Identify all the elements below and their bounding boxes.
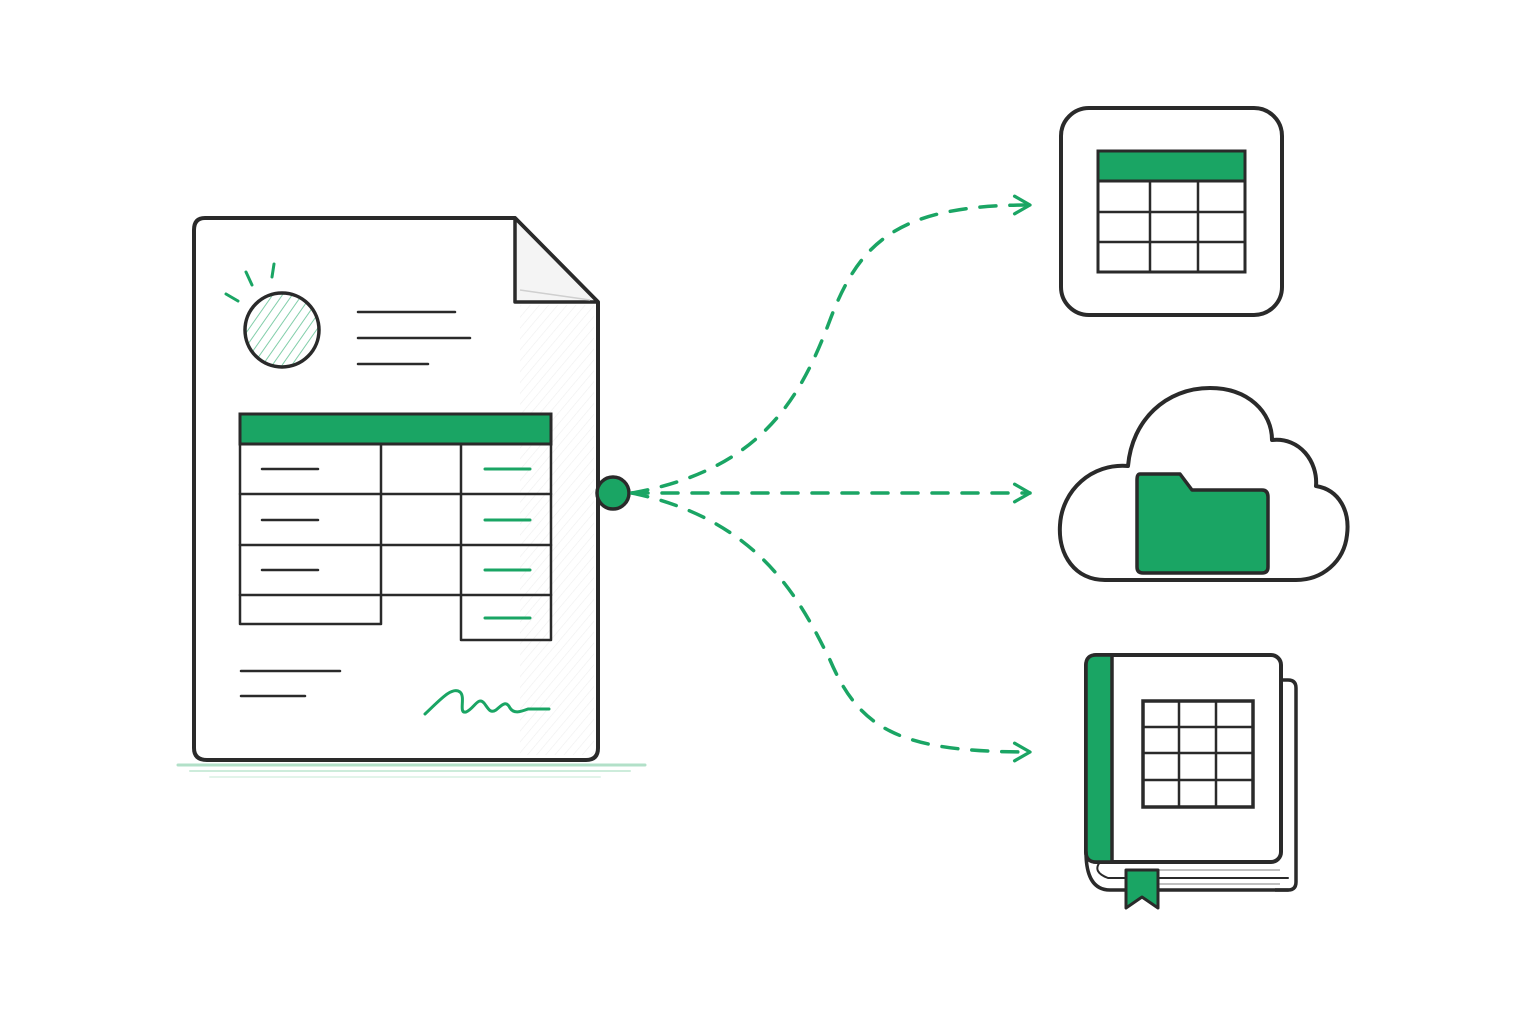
invoice-document-icon [176,216,647,778]
invoice-table-header [238,412,553,446]
ledger-book-icon [1084,653,1298,910]
signature-icon [423,689,551,716]
spreadsheet-app-icon [1059,106,1284,317]
company-logo-icon [224,262,321,369]
flow-arrow-to-spreadsheet [630,194,1032,495]
flow-arrow-to-ledger [630,491,1032,763]
invoice-table-amount-lines [483,467,532,620]
document-shadow [176,763,647,778]
document-footer-lines [239,669,342,698]
connector-node [595,475,631,511]
export-connector [595,194,1032,763]
invoice-table-item-lines [260,467,320,572]
document-folded-corner [513,216,600,304]
document-page-shading [520,305,594,755]
cloud-shape [1057,386,1350,582]
invoice-table [238,412,553,642]
bookmark-icon [1124,868,1160,910]
ledger-spine [1084,653,1114,864]
cloud-folder-icon [1057,386,1350,582]
document-header-lines [356,310,472,366]
